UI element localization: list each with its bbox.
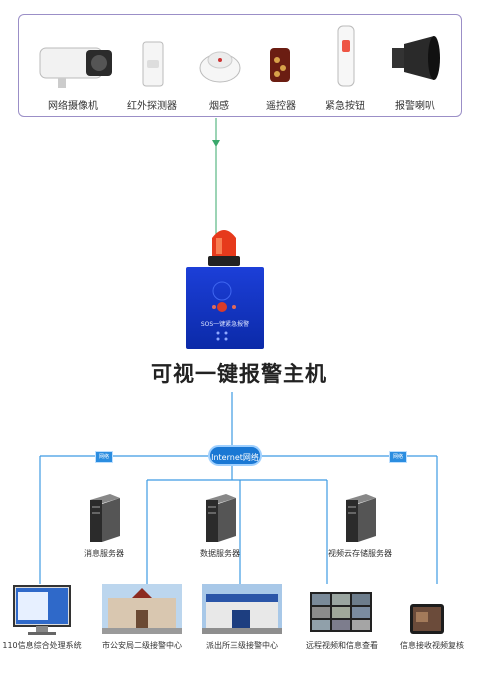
internet-badge: Internet网络 xyxy=(208,445,262,466)
video-wall-icon xyxy=(310,592,372,632)
server-icon xyxy=(206,494,236,542)
server-label: 消息服务器 xyxy=(84,549,124,558)
host-panel-text: SOS一键紧急报警 xyxy=(200,321,250,328)
infrared-detector-icon xyxy=(142,41,164,87)
device-label: 报警喇叭 xyxy=(395,101,435,112)
tablet-icon xyxy=(410,604,444,634)
server-label: 数据服务器 xyxy=(200,549,240,558)
alarm-horn-icon xyxy=(392,36,440,80)
remote-control-icon xyxy=(270,48,290,82)
server-icon xyxy=(90,494,120,542)
smoke-detector-icon xyxy=(199,51,241,83)
network-tag: 网络 xyxy=(389,451,407,463)
server-label: 视频云存储服务器 xyxy=(328,549,392,558)
monitor-icon xyxy=(13,585,71,635)
page-title: 可视一键报警主机 xyxy=(151,362,327,386)
arrow-down-icon xyxy=(212,140,220,147)
police-station-photo-icon xyxy=(202,584,282,634)
terminal-label: 派出所三级接警中心 xyxy=(206,641,278,650)
device-label: 紧急按钮 xyxy=(325,101,365,112)
device-label: 遥控器 xyxy=(266,101,296,112)
server-icon xyxy=(346,494,376,542)
terminal-label: 信息接收视频复核 xyxy=(400,641,464,650)
device-label: 烟感 xyxy=(209,101,229,112)
warning-light-icon xyxy=(208,230,240,266)
device-label: 网络摄像机 xyxy=(48,101,98,112)
emergency-button-icon xyxy=(337,25,355,87)
terminal-label: 市公安局二级接警中心 xyxy=(102,641,182,650)
alarm-host-icon: SOS一键紧急报警 xyxy=(186,267,264,349)
network-tag: 网络 xyxy=(95,451,113,463)
terminal-label: 110信息综合处理系统 xyxy=(2,641,82,650)
device-label: 红外探测器 xyxy=(127,101,177,112)
terminal-label: 远程视频和信息查看 xyxy=(306,641,378,650)
building-photo-icon xyxy=(102,584,182,634)
camera-icon xyxy=(39,47,112,88)
